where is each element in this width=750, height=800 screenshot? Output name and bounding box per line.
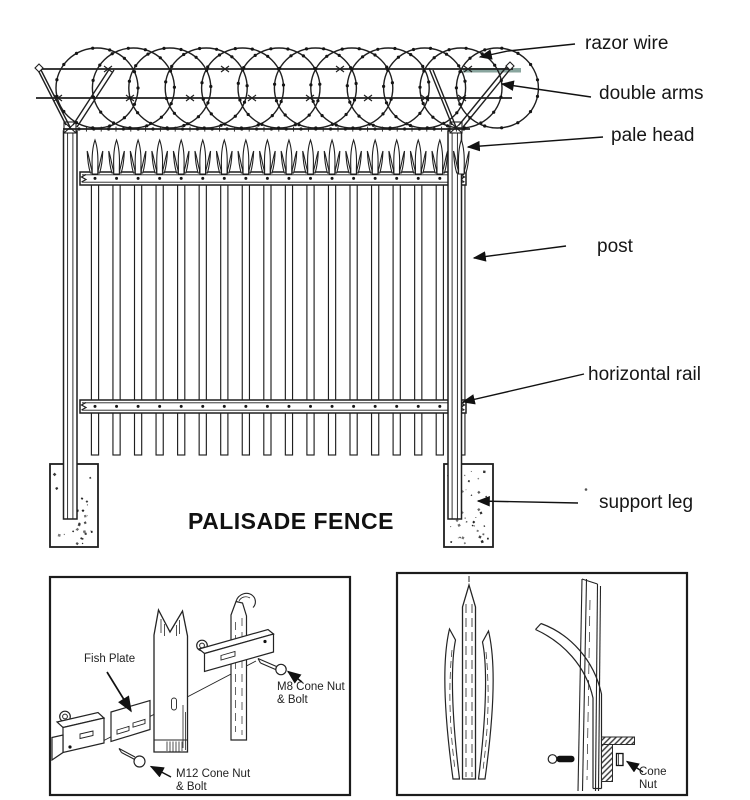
fence-posts [62,121,463,520]
m12-bolt [118,748,146,768]
label-razor-wire: razor wire [585,33,669,54]
curved-arm [535,622,603,790]
label-m8-line2: & Bolt [277,694,308,706]
label-post: post [597,236,633,257]
pale-head [237,138,255,175]
cone-nut-arrow [625,760,644,773]
pale-head [345,138,362,175]
inset-pale-detail [395,571,689,797]
pale-head [108,138,125,175]
inset-right-border [395,571,689,797]
double-arms-arrow [500,80,592,98]
callout-arrows [461,43,604,507]
fish-plate-arrow [106,671,132,713]
bracket-flange-hatched [601,736,635,745]
label-double-arms: double arms [599,83,704,104]
bracket-web-hatched [601,744,613,782]
wire-tint-artifact [463,68,521,73]
razor-wire-arrow [478,43,576,60]
pale-head [172,138,190,175]
rail-upper [197,628,275,673]
label-pale-head: pale head [611,125,695,146]
label-cone-line1: Cone [639,766,667,778]
pale-head [151,138,168,175]
m12-arrow [149,765,172,778]
diagram-title: PALISADE FENCE [188,508,394,534]
left-double-arm [36,67,115,128]
cone-nut [615,752,624,767]
razor-wire-coil [55,46,540,130]
label-m12-line2: & Bolt [176,781,207,793]
arm-tip-diamond [34,63,44,73]
pale-head [366,138,384,175]
pale-head [86,138,104,175]
triple-point-pale [444,582,494,780]
m8-bolt [257,657,287,676]
label-m8-line1: M8 Cone Nut [277,681,345,693]
pale-heads [86,138,470,175]
wire-twist-marks [53,65,473,102]
support-leg-arrow [476,495,579,507]
post-arrow [472,245,567,262]
inset-joint-detail [48,575,352,797]
inset-left-border [48,575,352,797]
pale-head [409,138,427,175]
label-cone-nut: Cone Nut [639,766,667,792]
pale-exploded [153,608,189,753]
pale-head-arrow [466,136,604,152]
bolt [547,754,575,764]
top-rail [79,171,467,186]
label-support-leg: support leg [599,492,694,513]
m8-arrow [286,670,303,684]
label-cone-line2: Nut [639,779,657,791]
rail-end-bracket [51,711,106,762]
pale-head [280,138,298,175]
horizontal-rails [79,171,467,414]
bottom-rail [79,399,467,414]
label-fish-plate: Fish Plate [84,653,136,665]
pale-head [323,138,341,175]
pale-head [431,138,449,175]
pale-head [259,138,276,175]
pale-head [194,138,212,175]
label-m8-cone-nut: M8 Cone Nut & Bolt [277,681,345,707]
pale-head [453,138,470,175]
pale-side-view [577,578,602,792]
label-m12-cone-nut: M12 Cone Nut & Bolt [176,768,250,794]
pale-head [302,138,319,175]
speck-artifact [584,488,588,491]
pale-head [215,138,233,175]
arm-tip-diamond [505,61,515,71]
horizontal-rail-arrow [461,373,585,405]
rail-bolt-dots [93,176,463,408]
pale-head [388,138,406,175]
label-m12-line1: M12 Cone Nut [176,768,251,780]
pale-head [129,138,147,175]
label-horizontal-rail: horizontal rail [588,364,701,385]
